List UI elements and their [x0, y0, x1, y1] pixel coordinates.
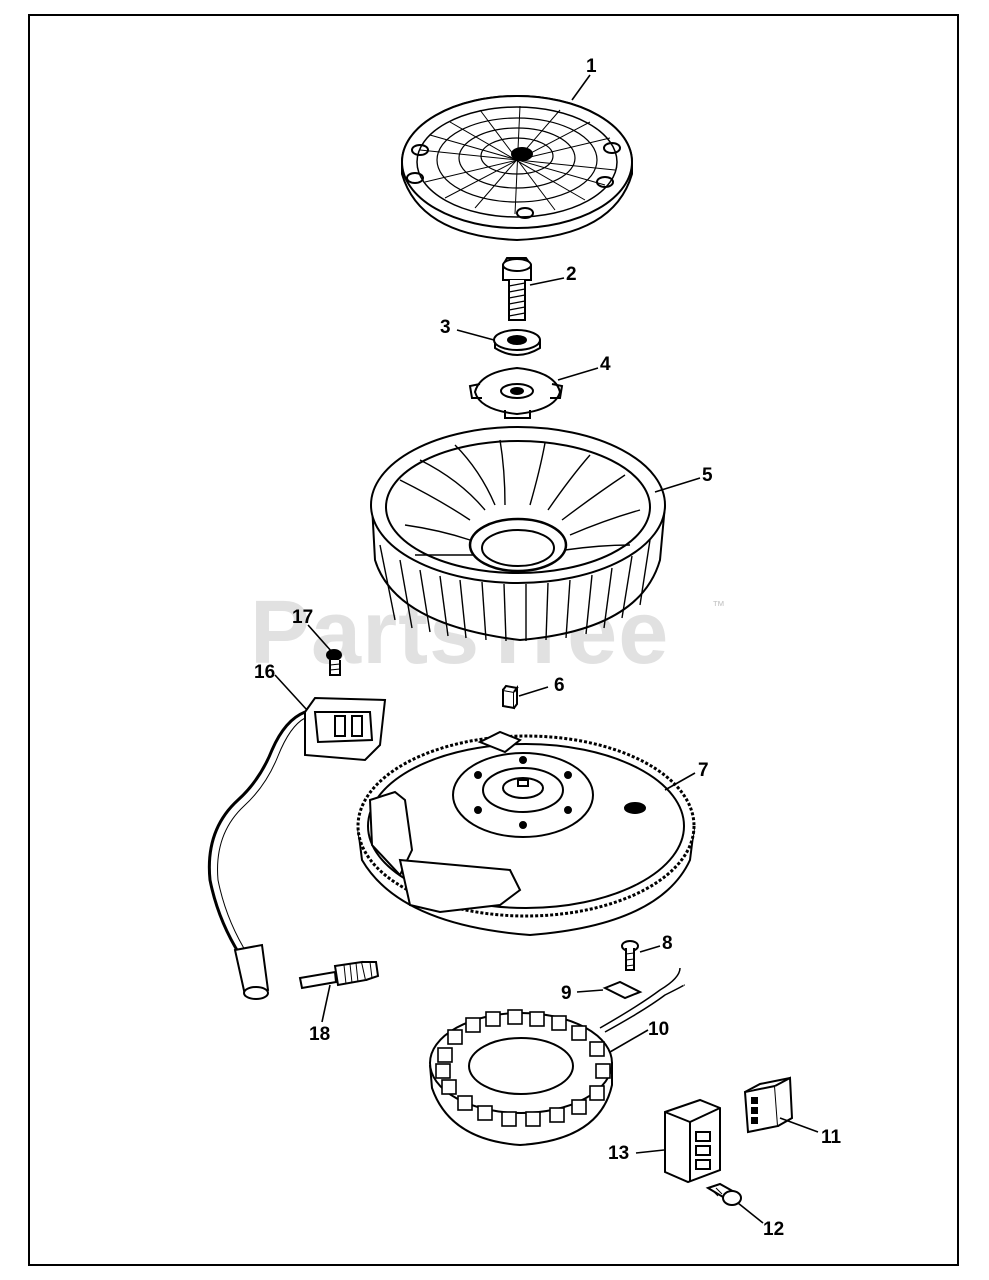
part-12-screw[interactable]	[705, 1182, 742, 1206]
callout-18: 18	[309, 1024, 331, 1045]
watermark-trademark: ™	[712, 598, 725, 613]
callout-7: 7	[698, 760, 709, 781]
callout-4: 4	[600, 354, 611, 375]
part-9-wire-clamp[interactable]	[599, 967, 685, 1033]
callout-5: 5	[702, 465, 713, 486]
part-5-cooling-fan[interactable]	[370, 426, 666, 642]
part-13-regulator[interactable]	[664, 1098, 721, 1184]
part-17-screw[interactable]	[326, 649, 342, 676]
callout-12: 12	[763, 1219, 785, 1240]
callout-11: 11	[821, 1127, 842, 1148]
leader-lines	[274, 74, 819, 1224]
part-3-washer[interactable]	[493, 329, 541, 356]
callout-2: 2	[566, 264, 577, 285]
part-8-screw[interactable]	[621, 940, 639, 971]
callout-8: 8	[662, 933, 673, 954]
part-16-ignition-module[interactable]	[207, 696, 387, 1000]
part-7-flywheel[interactable]	[356, 730, 696, 937]
callout-6: 6	[554, 675, 565, 696]
callout-17: 17	[292, 607, 314, 628]
diagram-frame	[28, 14, 959, 1266]
callout-10: 10	[648, 1019, 670, 1040]
part-4-fan-retainer[interactable]	[468, 366, 564, 419]
part-2-flywheel-bolt[interactable]	[502, 257, 532, 321]
callout-16: 16	[254, 662, 276, 683]
part-18-spark-plug[interactable]	[298, 960, 380, 990]
part-10-stator[interactable]	[429, 1009, 613, 1147]
callout-1: 1	[586, 56, 597, 77]
part-11-rectifier[interactable]	[743, 1076, 794, 1134]
part-6-flywheel-key[interactable]	[502, 684, 519, 710]
callout-9: 9	[561, 983, 572, 1004]
part-1-grass-screen[interactable]	[401, 95, 633, 242]
callout-13: 13	[608, 1143, 630, 1164]
callout-3: 3	[440, 317, 451, 338]
